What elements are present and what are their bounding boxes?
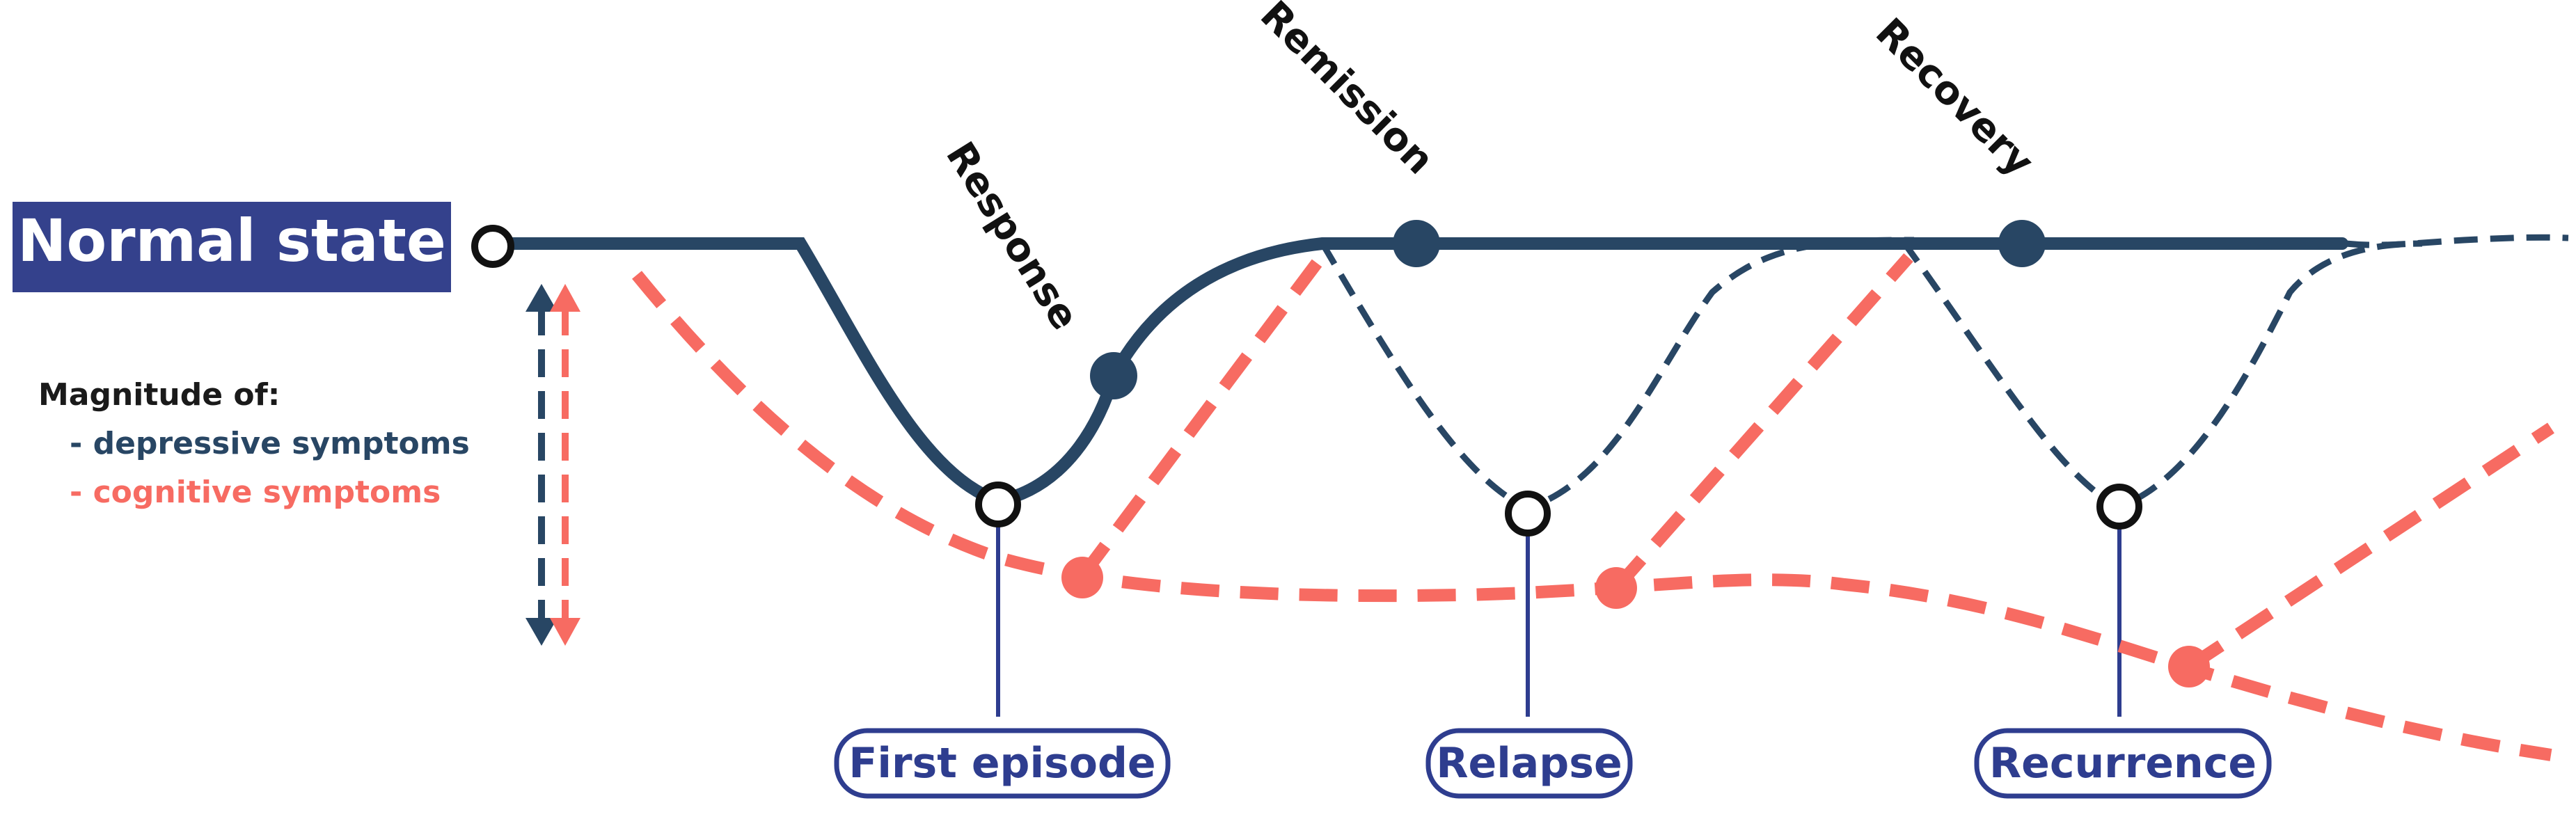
recovery-dot: [1998, 220, 2046, 267]
relapse-dip-curve: [1320, 237, 1915, 511]
response-label: Response: [937, 134, 1087, 337]
magnitude-arrows: [526, 284, 580, 646]
recurrence-circle: [2096, 484, 2142, 530]
normal-state-circle: [471, 225, 514, 268]
milestone-dots: [1090, 220, 2046, 399]
legend-cognitive: - cognitive symptoms: [70, 475, 441, 510]
relapse-badge: Relapse: [1425, 728, 1633, 799]
cognitive-dots: [1061, 557, 2210, 687]
cognitive-curves: [632, 253, 2554, 761]
legend-depressive: - depressive symptoms: [70, 426, 470, 461]
recovery-label: Recovery: [1867, 10, 2042, 185]
first-episode-circle: [975, 482, 1021, 527]
normal-state-title-box: [13, 202, 451, 292]
cognitive-dot-2: [1595, 567, 1637, 609]
depressive-dashed-curves: [1320, 234, 2569, 511]
normal-state-title-text: Normal state: [17, 207, 446, 275]
first-episode-badge: First episode: [834, 728, 1171, 799]
relapse-label: Relapse: [1436, 739, 1622, 788]
recurrence-label: Recurrence: [1989, 739, 2257, 788]
remission-label: Remission: [1251, 0, 1442, 183]
cognitive-rise-2: [1611, 253, 1913, 592]
open-circles: [471, 225, 2142, 536]
legend-heading: Magnitude of:: [38, 377, 280, 413]
cognitive-rise-1: [1077, 259, 1322, 580]
recurrence-dip-curve: [1901, 240, 2423, 510]
response-dot: [1090, 352, 1137, 399]
depressive-main-curve: [488, 237, 2348, 508]
cognitive-magnitude-arrow: [550, 284, 580, 646]
tail-rise-curve: [2345, 234, 2569, 248]
normal-state-title: Normal state: [13, 202, 451, 292]
recurrence-badge: Recurrence: [1974, 728, 2272, 799]
first-episode-label: First episode: [848, 739, 1155, 788]
remission-dot: [1393, 220, 1440, 267]
relapse-circle: [1505, 491, 1551, 536]
depressive-magnitude-arrow: [526, 284, 558, 646]
cognitive-dot-3: [2168, 646, 2210, 687]
event-lines: [996, 511, 2121, 717]
cognitive-dot-1: [1061, 557, 1103, 598]
cognitive-rise-3: [2186, 422, 2554, 672]
legend: Magnitude of: - depressive symptoms - co…: [38, 377, 470, 510]
